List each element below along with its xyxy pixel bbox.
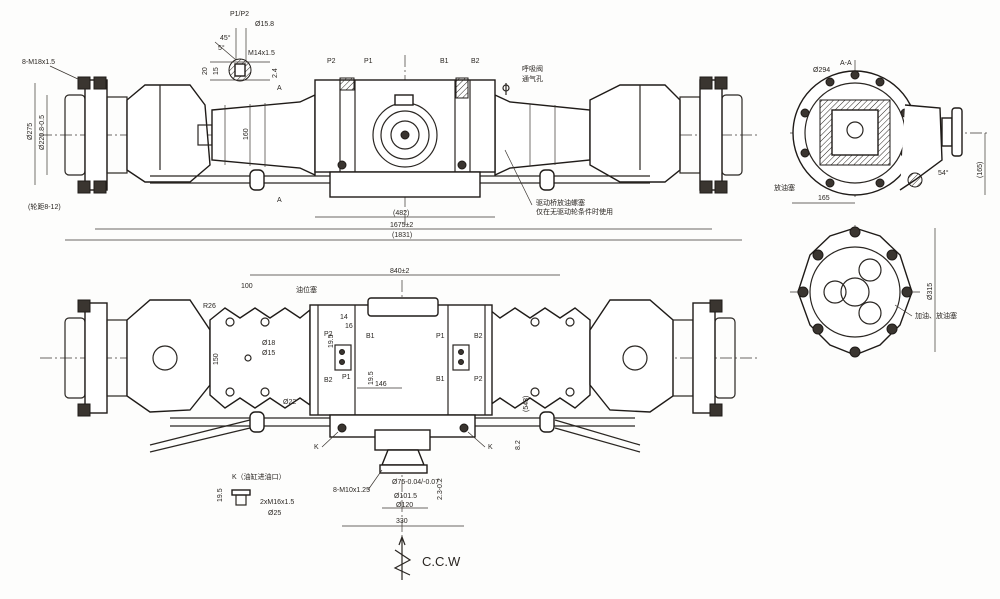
dim-label: 19.5 bbox=[368, 371, 375, 385]
dim-label: 2xM16x1.5 bbox=[260, 499, 294, 506]
dim-label: Ø294 bbox=[813, 67, 830, 74]
breather-note: 呼吸阀 bbox=[522, 64, 543, 73]
port-label: P1 bbox=[364, 58, 373, 65]
port-label: P1 bbox=[342, 374, 351, 381]
port-detail-p1p2: P1/P2 Ø15.8 45° 5° M14x1.5 20 15 2.4 bbox=[202, 11, 279, 82]
center-housing bbox=[314, 77, 496, 198]
drain-note: 驱动桥放油螺塞 bbox=[536, 198, 585, 207]
dim-label: Ø22 bbox=[283, 399, 296, 406]
plug-label: 加油、放油塞 bbox=[915, 311, 957, 320]
dim-overall: (1831) bbox=[392, 232, 412, 239]
port-label: P2 bbox=[324, 331, 333, 338]
dim-label: Ø15 bbox=[262, 350, 275, 357]
dim-label: (165) bbox=[977, 162, 984, 178]
input-bolts-label: 8-M10x1.25 bbox=[333, 487, 370, 494]
right-wheel-flange bbox=[679, 76, 743, 194]
front-view: P1/P2 Ø15.8 45° 5° M14x1.5 20 15 2.4 8-M… bbox=[22, 11, 760, 241]
left-wheel-flange-top bbox=[64, 299, 128, 417]
dim-mount: 840±2 bbox=[390, 268, 410, 275]
flange-bolts-label: 8-M18x1.5 bbox=[22, 59, 55, 66]
dim-label: 5° bbox=[218, 44, 225, 52]
port-label: P2 bbox=[474, 376, 483, 383]
dim-label: 54° bbox=[938, 169, 949, 177]
top-view: 840±2 100 R26 油位塞 Ø18 Ø15 150 Ø22 14 16 … bbox=[40, 268, 760, 580]
dim-label: 16 bbox=[345, 323, 353, 330]
section-mark: A bbox=[277, 197, 282, 204]
wheel-note: (轮距8-12) bbox=[28, 202, 61, 211]
section-title: A-A bbox=[840, 60, 852, 67]
dim-label: M14x1.5 bbox=[248, 50, 275, 57]
dim-label: Ø220.8-0.5 bbox=[39, 115, 46, 150]
section-mark: A bbox=[277, 85, 282, 92]
port-label: B1 bbox=[440, 58, 449, 65]
dim-flange: 1675±2 bbox=[390, 222, 413, 229]
hub-end-view: Ø315 加油、放油塞 bbox=[790, 225, 957, 360]
port-label: B2 bbox=[471, 58, 480, 65]
dim-label: 100 bbox=[241, 283, 253, 290]
port-label: B1 bbox=[436, 376, 445, 383]
dim-label: 2.4 bbox=[272, 68, 279, 78]
drain-note: 仅在无驱动轮条件时使用 bbox=[536, 207, 613, 216]
port-label: P2 bbox=[327, 58, 336, 65]
left-wheel-flange bbox=[64, 76, 128, 194]
right-wheel-flange-top bbox=[672, 299, 736, 417]
dim-label: R26 bbox=[203, 303, 216, 310]
dim-label: 2.3-0.2 bbox=[437, 478, 444, 500]
k-port-detail: K（油缸进油口） 19.5 2xM16x1.5 Ø25 bbox=[217, 472, 294, 517]
dim-label: 150 bbox=[213, 353, 220, 365]
dim-label: 8.2 bbox=[515, 440, 522, 450]
dim-label: Ø18 bbox=[262, 340, 275, 347]
dim-label: 165 bbox=[818, 195, 830, 202]
dim-label: 20 bbox=[202, 67, 209, 75]
dim-label: Ø25 bbox=[268, 510, 281, 517]
dim-label: 15 bbox=[213, 67, 220, 75]
rotation-label: C.C.W bbox=[422, 554, 461, 569]
dim-housing: (482) bbox=[393, 210, 409, 217]
hub-bolts bbox=[797, 226, 913, 358]
level-plug-label: 油位塞 bbox=[296, 285, 317, 294]
port-label: B1 bbox=[366, 333, 375, 340]
dim-330: 330 bbox=[396, 518, 408, 525]
detail-title: K（油缸进油口） bbox=[232, 472, 286, 481]
port-label: B2 bbox=[324, 377, 333, 384]
k-label: K bbox=[314, 444, 319, 451]
rotation-indicator: C.C.W bbox=[393, 535, 461, 580]
dim-label: Ø120 bbox=[396, 502, 413, 509]
drain-label: 放油塞 bbox=[774, 183, 795, 192]
dim-label: 14 bbox=[340, 314, 348, 321]
dim-label: 146 bbox=[375, 381, 387, 388]
dim-label: Ø75-0.04/-0.07 bbox=[392, 479, 439, 486]
side-section-view: A-A Ø294 165 (165) 54° 放油塞 bbox=[774, 60, 990, 204]
dim-label: 19.5 bbox=[328, 334, 335, 348]
port-label: B2 bbox=[474, 333, 483, 340]
dim-label: 160 bbox=[243, 128, 250, 140]
dim-label: Ø275 bbox=[27, 123, 34, 140]
k-label: K bbox=[488, 444, 493, 451]
dim-label: Ø315 bbox=[927, 283, 934, 300]
dim-label: 19.5 bbox=[217, 488, 224, 502]
breather-note: 通气孔 bbox=[522, 74, 543, 83]
detail-title: P1/P2 bbox=[230, 11, 249, 18]
dim-label: 45° bbox=[220, 34, 231, 42]
dim-label: (543) bbox=[523, 396, 530, 412]
dim-label: Ø101.5 bbox=[394, 493, 417, 500]
dim-label: Ø15.8 bbox=[255, 21, 274, 28]
port-label: P1 bbox=[436, 333, 445, 340]
